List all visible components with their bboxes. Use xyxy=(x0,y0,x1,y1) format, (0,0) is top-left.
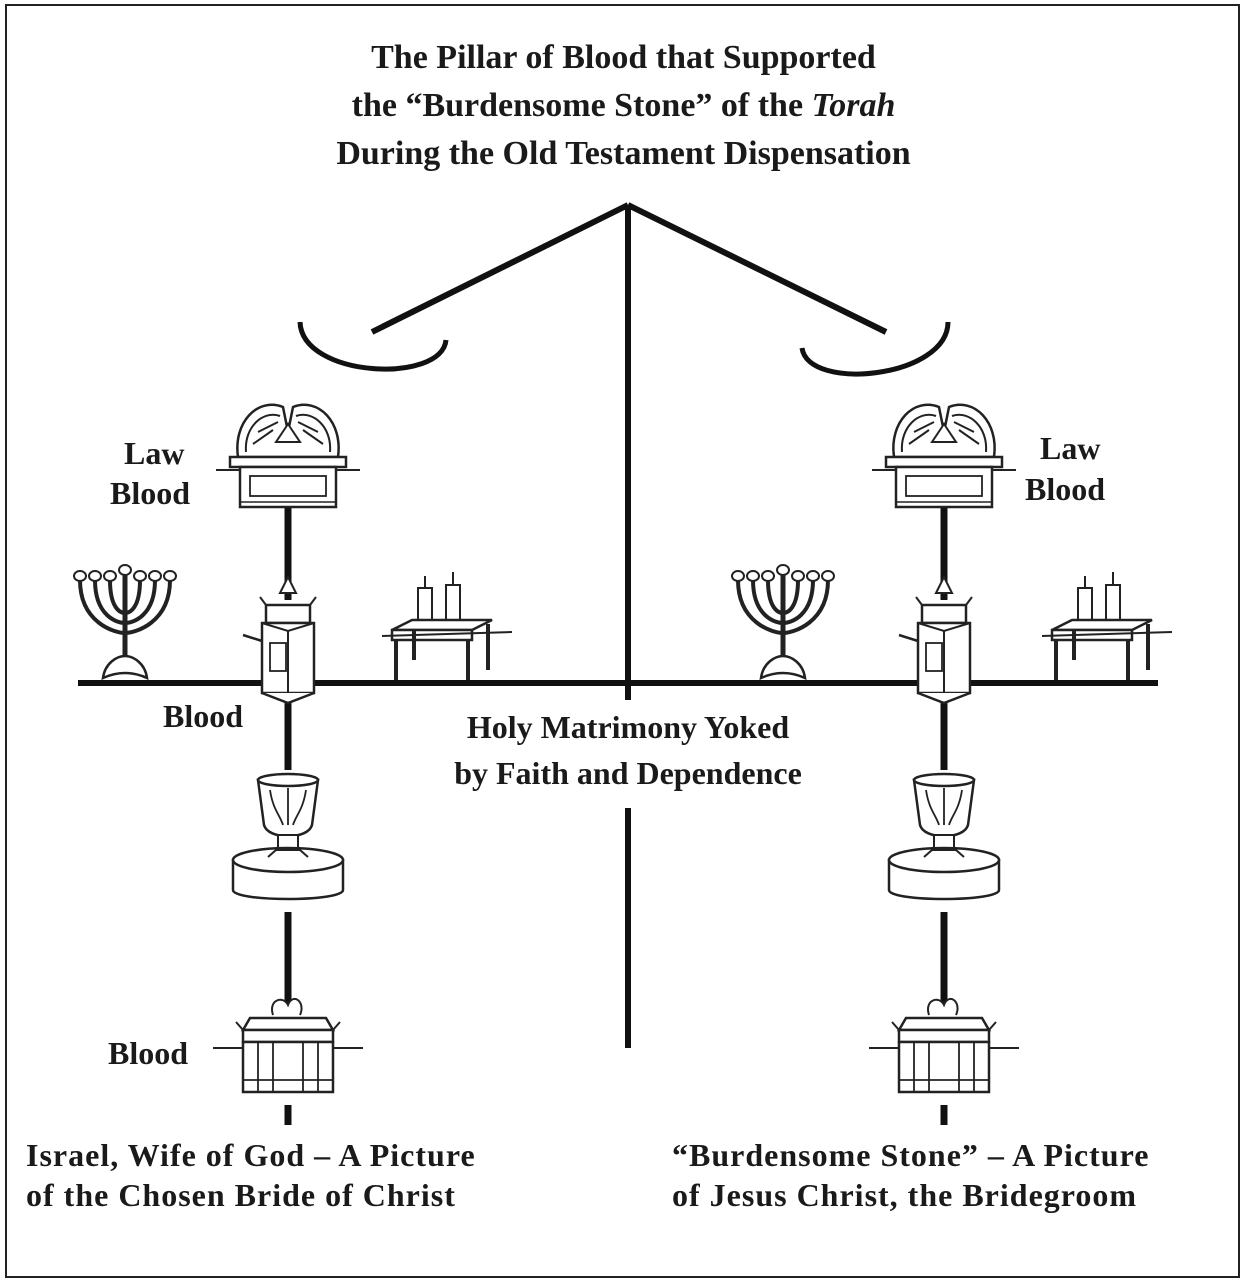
ark-of-covenant-icon xyxy=(216,405,360,507)
ark-of-covenant-icon xyxy=(872,405,1016,507)
right-balance-arm xyxy=(628,205,886,332)
left-caption-line-2: of the Chosen Bride of Christ xyxy=(26,1175,476,1215)
laver-icon xyxy=(889,774,999,899)
right-caption-line-1: “Burdensome Stone” – A Picture xyxy=(672,1135,1149,1175)
left-caption-line-1: Israel, Wife of God – A Picture xyxy=(26,1135,476,1175)
title-line-2-text: the “Burdensome Stone” of the xyxy=(352,87,812,124)
left-caption: Israel, Wife of God – A Picture of the C… xyxy=(26,1135,476,1215)
title-line-3: During the Old Testament Dispensation xyxy=(0,130,1247,178)
brazen-altar-icon xyxy=(213,999,363,1092)
center-caption-line-1: Holy Matrimony Yoked xyxy=(378,704,878,750)
title-line-2: the “Burdensome Stone” of the Torah xyxy=(0,82,1247,130)
right-blood-label-top: Blood xyxy=(1025,469,1105,509)
laver-icon xyxy=(233,774,343,899)
left-law-label: Law xyxy=(124,433,184,473)
left-blood-label-middle: Blood xyxy=(163,696,243,736)
title-line-2-italic: Torah xyxy=(812,87,896,124)
showbread-table-icon xyxy=(1042,572,1172,680)
center-caption-line-2: by Faith and Dependence xyxy=(378,750,878,796)
showbread-table-icon xyxy=(382,572,512,680)
menorah-icon xyxy=(74,565,176,678)
center-caption: Holy Matrimony Yoked by Faith and Depend… xyxy=(378,704,878,796)
left-blood-label-bottom: Blood xyxy=(108,1033,188,1073)
right-law-label: Law xyxy=(1040,428,1100,468)
left-blood-label-top: Blood xyxy=(110,473,190,513)
diagram-title: The Pillar of Blood that Supported the “… xyxy=(0,34,1247,178)
menorah-icon xyxy=(732,565,834,678)
title-line-1: The Pillar of Blood that Supported xyxy=(0,34,1247,82)
left-balance-arm xyxy=(372,205,628,332)
right-caption-line-2: of Jesus Christ, the Bridegroom xyxy=(672,1175,1149,1215)
right-caption: “Burdensome Stone” – A Picture of Jesus … xyxy=(672,1135,1149,1215)
brazen-altar-icon xyxy=(869,999,1019,1092)
